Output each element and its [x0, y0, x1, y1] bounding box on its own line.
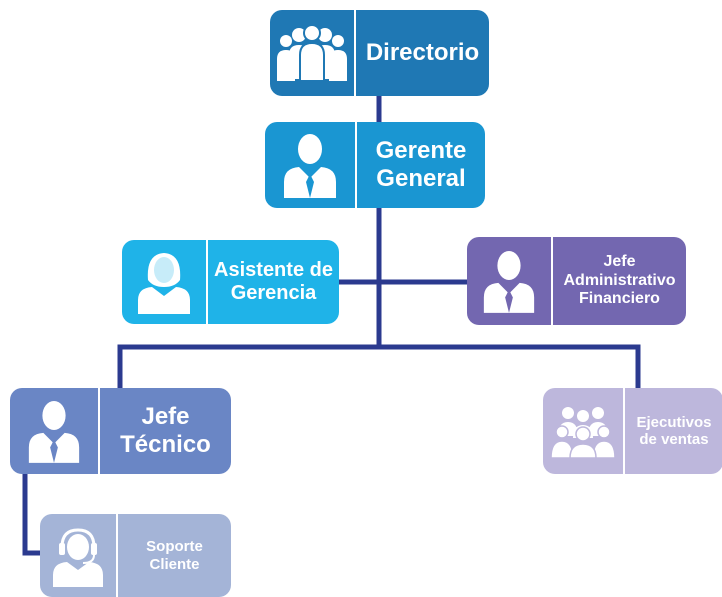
node-jefe-administrativo[interactable]: Jefe Administrativo Financiero — [467, 237, 686, 325]
node-divider — [206, 240, 208, 324]
businesswoman-icon — [122, 240, 206, 324]
node-divider — [551, 237, 553, 325]
connector-horizontal-branch — [117, 344, 641, 388]
node-asistente-gerencia[interactable]: Asistente de Gerencia — [122, 240, 339, 324]
node-jefe-tecnico[interactable]: Jefe Técnico — [10, 388, 231, 474]
businessman-icon — [265, 122, 355, 208]
businessman-icon — [10, 388, 98, 474]
node-label-asistente: Asistente de Gerencia — [214, 259, 333, 304]
node-label-jefe-administrativo: Jefe Administrativo Financiero — [563, 253, 676, 308]
group-icon — [543, 388, 623, 474]
node-label-ejecutivos: Ejecutivos de ventas — [636, 413, 712, 448]
node-directorio[interactable]: Directorio — [270, 10, 489, 96]
node-label-gerente-general: Gerente General — [375, 137, 467, 192]
group-icon — [270, 10, 354, 96]
node-divider — [355, 122, 357, 208]
node-label-directorio: Directorio — [365, 39, 480, 67]
node-ejecutivos-ventas[interactable]: Ejecutivos de ventas — [543, 388, 722, 474]
node-divider — [98, 388, 100, 474]
connector-tecnico-soporte — [22, 474, 40, 556]
node-label-jefe-tecnico: Jefe Técnico — [120, 403, 211, 458]
node-gerente-general[interactable]: Gerente General — [265, 122, 485, 208]
node-divider — [623, 388, 625, 474]
node-soporte-cliente[interactable]: Soporte Cliente — [40, 514, 231, 597]
node-label-soporte: Soporte Cliente — [146, 538, 203, 573]
headset-operator-icon — [40, 514, 116, 597]
businessman-icon — [467, 237, 551, 325]
node-divider — [116, 514, 118, 597]
node-divider — [354, 10, 356, 96]
